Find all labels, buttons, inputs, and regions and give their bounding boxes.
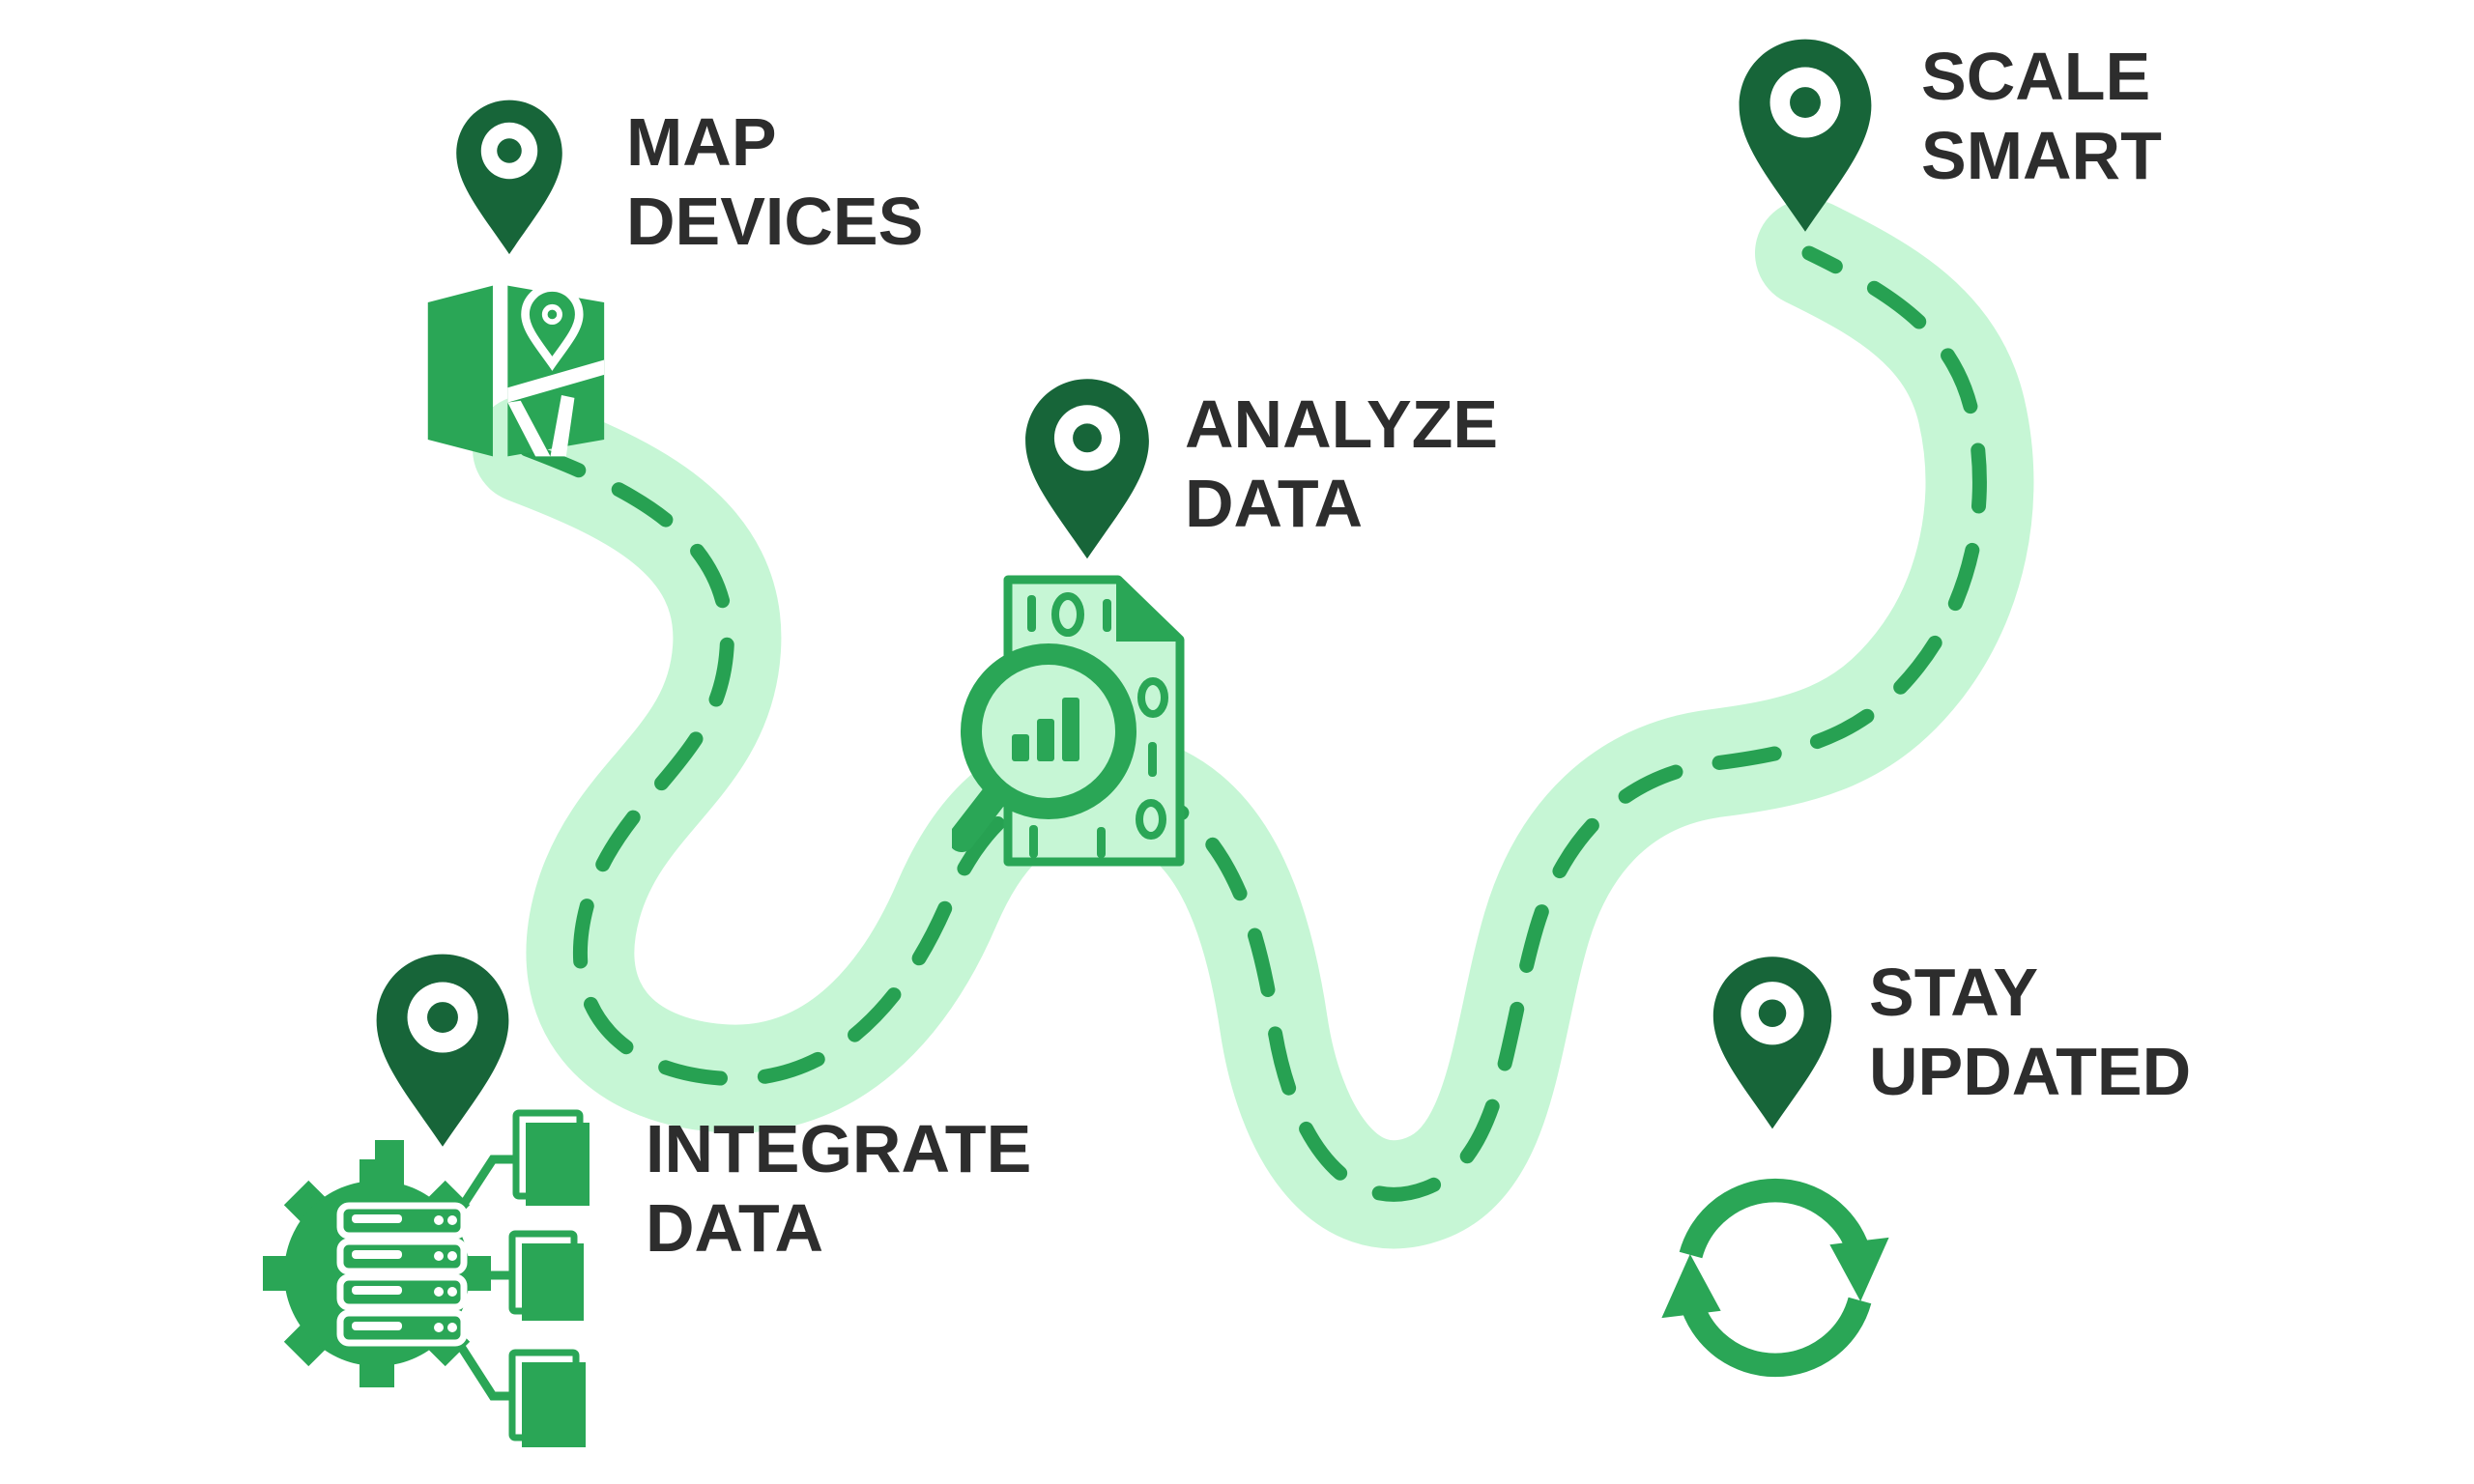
location-pin-icon (376, 954, 509, 1147)
file-icon (508, 1349, 586, 1447)
analyze-data-label: ANALYZE DATA (1185, 385, 1498, 543)
server-stack-icon (336, 1202, 468, 1347)
road-center-dashes (519, 245, 1987, 1202)
map-devices-label: MAP DEVICES (626, 102, 923, 261)
label-line: INTEGRATE (646, 1111, 1032, 1186)
gear-server-files-icon (263, 1109, 590, 1447)
file-icon (512, 1109, 590, 1206)
label-line: MAP (626, 104, 777, 180)
file-icon (508, 1230, 584, 1321)
connector-line (447, 1155, 516, 1226)
folded-map-with-pin-icon (427, 283, 605, 457)
label-line: STAY (1869, 955, 2039, 1030)
scale-smart-label: SCALE SMART (1921, 37, 2162, 195)
connector-line (447, 1328, 512, 1401)
document-magnifier-chart-icon (952, 575, 1185, 867)
location-pin-icon (1739, 39, 1872, 232)
label-line: SMART (1921, 118, 2162, 193)
label-line: ANALYZE (1185, 386, 1499, 462)
label-line: UPDATED (1869, 1034, 2192, 1109)
label-line: DATA (646, 1190, 824, 1266)
location-pin-icon (1712, 956, 1832, 1129)
label-line: DATA (1185, 466, 1364, 541)
refresh-arrows-icon (1661, 1178, 1889, 1378)
integrate-data-label: INTEGRATE DATA (646, 1109, 1031, 1268)
location-pin-icon (1025, 379, 1149, 559)
label-line: SCALE (1921, 39, 2151, 114)
label-line: DEVICES (626, 184, 924, 259)
location-pin-icon (456, 100, 562, 255)
stay-updated-label: STAY UPDATED (1869, 953, 2191, 1111)
